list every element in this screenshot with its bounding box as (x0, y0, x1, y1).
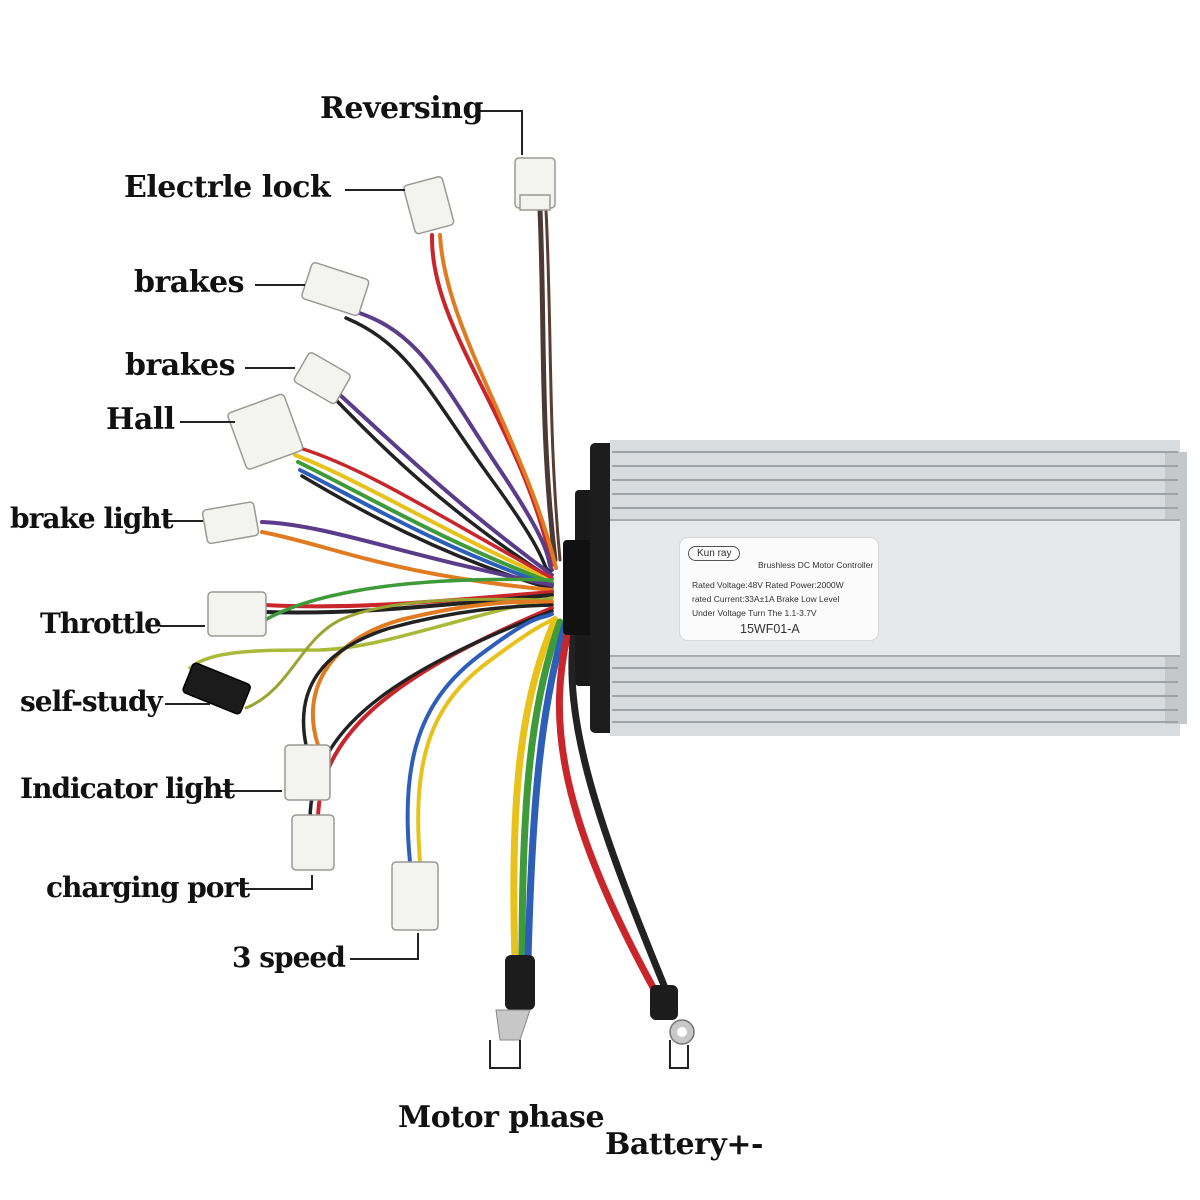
controller-title: Brushless DC Motor Controller (758, 560, 874, 570)
heatsink-fins (612, 451, 1178, 723)
spec-line-2: rated Current:33A±1A Brake Low Level (692, 594, 840, 604)
wire-lock-orange (438, 233, 558, 570)
connector-brake-light (201, 501, 260, 545)
leader-motor-phase (489, 1040, 521, 1069)
leader-lines (160, 110, 689, 1069)
wire-reversing (537, 207, 558, 563)
wire-battery-black (568, 621, 674, 1004)
wire-brakelight-orange (260, 530, 554, 592)
wire-speed-yellow (416, 616, 557, 864)
connector-reversing (514, 157, 556, 211)
spec-line-3: Under Voltage Turn The 1.1-3.7V (692, 608, 817, 618)
wire-hall-blue (298, 468, 554, 588)
connector-brakes-2 (293, 352, 351, 405)
label-reversing: Reversing (320, 91, 483, 126)
leader-3-speed (350, 933, 419, 960)
connector-brakes-1 (301, 261, 370, 317)
label-3-speed: 3 speed (232, 941, 346, 974)
wire-speed-blue (405, 612, 554, 864)
label-self-study: self-study (20, 685, 163, 718)
wire-throttle-green (263, 577, 554, 622)
model-number: 15WF01-A (740, 622, 800, 636)
spec-line-1: Rated Voltage:48V Rated Power:2000W (692, 580, 844, 590)
wire-hall-green (296, 460, 554, 585)
leader-reversing (480, 110, 523, 155)
wire-battery-red (555, 621, 664, 1004)
connectors (182, 157, 556, 931)
connector-hall (227, 393, 304, 470)
phase-terminal (495, 955, 535, 1041)
wire-hall-red (298, 446, 554, 580)
wire-hall-yellow (293, 453, 554, 582)
label-brakes-2: brakes (125, 348, 235, 383)
label-electric-lock: Electrle lock (124, 170, 331, 205)
wire-indicator-orange (310, 599, 554, 747)
label-throttle: Throttle (40, 607, 162, 640)
connector-indicator-light (284, 744, 331, 801)
leader-battery (669, 1040, 689, 1069)
wire-indicator-black (301, 603, 554, 747)
controller-label-sticker: Kun ray Brushless DC Motor Controller Ra… (680, 538, 878, 640)
label-charging-port: charging port (46, 871, 250, 904)
connector-electric-lock (403, 175, 455, 235)
battery-terminal (650, 985, 695, 1045)
label-indicator-light: Indicator light (20, 772, 235, 805)
label-battery: Battery+- (605, 1127, 763, 1162)
wire-selfstudy-2 (244, 597, 554, 710)
wire-selfstudy (188, 596, 554, 670)
leader-charging-port (240, 875, 313, 890)
wires (188, 207, 674, 1004)
wire-brakes1-purple (348, 308, 554, 572)
wire-brakes2-purple (338, 393, 554, 577)
wire-brakelight-purple (260, 520, 554, 587)
wire-phase-green (518, 618, 564, 964)
controller-casing (563, 440, 1187, 736)
label-motor-phase: Motor phase (398, 1100, 605, 1135)
connector-charging-port (291, 814, 335, 871)
wire-phase-yellow (510, 616, 559, 964)
connector-throttle (207, 591, 267, 637)
label-hall: Hall (106, 402, 175, 437)
label-brakes-1: brakes (134, 265, 244, 300)
label-brake-light: brake light (10, 502, 174, 535)
wire-brakes2-black (334, 398, 552, 580)
brand-badge: Kun ray (688, 546, 741, 561)
wire-lock-red (429, 233, 554, 567)
wire-reversing-2 (544, 208, 562, 562)
wire-brakes1-black (344, 316, 552, 574)
connector-self-study (182, 662, 251, 715)
connector-3-speed (391, 861, 439, 931)
wire-phase-blue (524, 621, 569, 964)
